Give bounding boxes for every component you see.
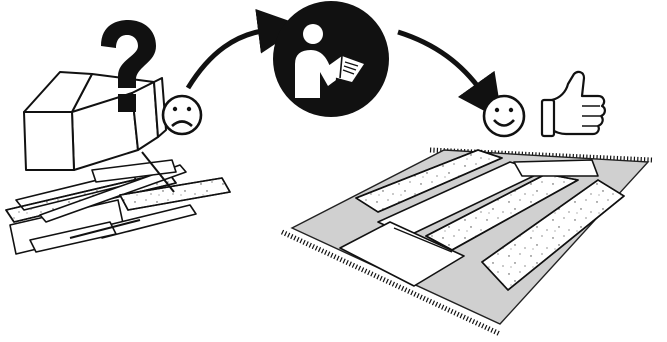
- happy-face-icon: [482, 94, 526, 138]
- question-mark-icon: [101, 20, 156, 112]
- arrow-to-result: [397, 29, 503, 121]
- thumbs-up-icon: [540, 70, 606, 138]
- sad-face-icon: [161, 94, 203, 136]
- laid-out-panels-icon: [339, 149, 625, 291]
- arrow-to-manual: [185, 8, 303, 90]
- person-reading-manual-icon: [273, 1, 389, 117]
- open-box-icon: [23, 71, 167, 171]
- loose-panels-icon: [5, 151, 231, 255]
